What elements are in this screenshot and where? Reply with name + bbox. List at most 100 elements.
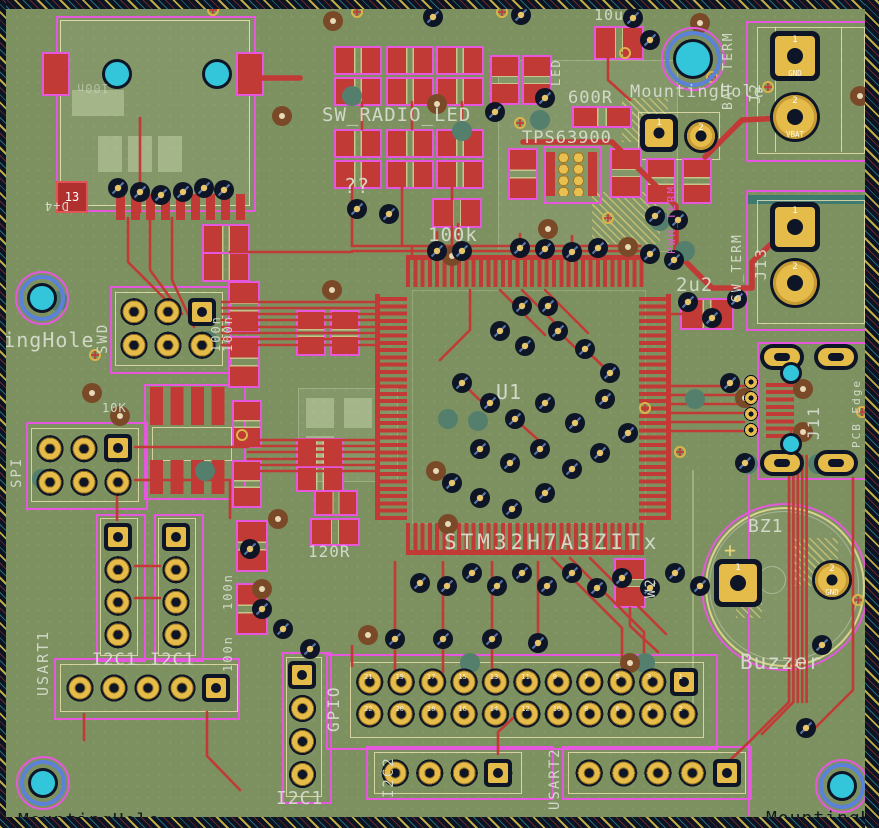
gpio-pads[interactable]	[354, 666, 700, 730]
i2c1-label: I2C1	[92, 650, 137, 670]
gpio-pin-number: 8	[584, 705, 589, 713]
soic8-pins-top[interactable]	[150, 387, 232, 425]
j2-fab-line	[775, 27, 776, 152]
led-silk-label: LED	[549, 58, 563, 86]
j11-pin-row[interactable]	[766, 380, 794, 438]
u1-pins-left[interactable]	[375, 294, 407, 520]
i2c1b-pad1[interactable]	[162, 523, 190, 551]
j11-mount-pad[interactable]	[814, 450, 858, 476]
resistor-smd[interactable]	[334, 46, 382, 75]
resistor-smd[interactable]	[386, 46, 434, 75]
j13-fab	[757, 200, 865, 324]
j11-locator-hole	[780, 362, 802, 384]
mounting-hole[interactable]	[815, 759, 869, 813]
resistor-600r[interactable]	[572, 106, 632, 128]
resistor-smd[interactable]	[386, 77, 434, 106]
cap-100n-value: 100n	[221, 573, 235, 610]
gpio-pad1[interactable]	[670, 668, 698, 696]
j13-pad1[interactable]: 1	[770, 202, 820, 252]
j11-signal-pads[interactable]	[742, 374, 760, 438]
u1-pins-right-bar	[666, 294, 671, 520]
gpio-pin-number: 13	[489, 673, 499, 681]
usb-silk-note: D+4	[44, 199, 69, 213]
tps-pad-col	[588, 152, 597, 196]
mounting-hole[interactable]	[661, 27, 725, 91]
cap-smd[interactable]	[232, 460, 262, 508]
cap-smd[interactable]	[508, 148, 538, 200]
gpio-pin-number: 19	[395, 673, 404, 681]
buzzer-pad2-number: 2	[829, 564, 835, 574]
radio-led-label: SW_RADIO_LED	[322, 104, 472, 126]
gpio-pin-number: 22	[364, 705, 373, 713]
swd-pad1[interactable]	[188, 298, 216, 326]
cap-10u[interactable]	[594, 26, 644, 60]
ghost-pad	[158, 136, 182, 172]
buzzer-pad1[interactable]: 1	[714, 559, 762, 607]
i2c2-pad1[interactable]	[484, 759, 512, 787]
cap-value-100n-usb: 100n	[76, 81, 109, 95]
bat-terminal-pad1[interactable]: 1	[640, 114, 678, 152]
mounting-hole[interactable]	[16, 756, 70, 810]
spi-fab	[31, 428, 139, 502]
j2-ref: J2	[746, 81, 764, 104]
usart2-fab	[568, 752, 746, 794]
i2c1-header-a[interactable]	[96, 514, 146, 662]
usb-shield-pad[interactable]	[42, 52, 70, 96]
cap-smd[interactable]	[314, 490, 358, 516]
gpio-pin-number: 5	[615, 673, 620, 681]
mounting-hole[interactable]	[15, 271, 69, 325]
usb-pin13-pad[interactable]: 13	[56, 181, 88, 213]
usart2-pad1[interactable]	[713, 759, 741, 787]
cap-smd[interactable]	[202, 252, 250, 282]
j2-pad1[interactable]: 1 GND	[770, 31, 820, 81]
spi-label: SPI	[9, 456, 25, 488]
ic-tps63900[interactable]	[544, 146, 602, 204]
resistor-smd[interactable]	[334, 160, 382, 189]
i2c1c-pad1[interactable]	[288, 661, 316, 689]
soic8-pins-bottom[interactable]	[150, 460, 232, 494]
resistor-smd[interactable]	[436, 160, 484, 189]
gpio-header[interactable]	[326, 654, 718, 750]
j2-pad2-number: 2	[792, 96, 798, 106]
gpio-pin-number: 10	[552, 705, 562, 713]
i2c1c-fab	[286, 657, 322, 797]
usart1-pad1[interactable]	[202, 674, 230, 702]
resistor-smd[interactable]	[490, 55, 520, 105]
bat-terminal-pad2[interactable]: 2	[684, 119, 718, 153]
j13-pad2[interactable]: 2	[770, 258, 820, 308]
buzzer-polarity: +	[724, 538, 738, 562]
board-edge-left	[0, 0, 6, 828]
resistor-smd[interactable]	[386, 129, 434, 158]
usart1-header[interactable]	[54, 658, 240, 720]
mounting-hole-label: MountingHole	[630, 82, 765, 102]
resistor-120r[interactable]	[310, 518, 360, 546]
j2-pad2[interactable]: 2 VBAT	[770, 92, 820, 142]
mounting-hole-label: MountingHole	[0, 328, 95, 352]
teal-zone-strip	[746, 195, 873, 204]
resistor-smd[interactable]	[386, 160, 434, 189]
cap-smd[interactable]	[682, 158, 712, 204]
usart2-header[interactable]	[562, 746, 752, 800]
j2-fab-line	[841, 27, 842, 152]
i2c2-header[interactable]	[366, 746, 554, 800]
spi-pad1[interactable]	[104, 434, 132, 462]
gpio-pin-number: 6	[615, 705, 620, 713]
board-edge-right	[865, 0, 879, 828]
i2c1a-pad1[interactable]	[104, 523, 132, 551]
u1-ref: U1	[496, 380, 523, 404]
resistor-smd[interactable]	[334, 129, 382, 158]
spi-header[interactable]	[26, 422, 148, 510]
buzzer-value: Buzzer	[740, 650, 822, 674]
resistor-smd[interactable]	[436, 46, 484, 75]
j2-pad2-name: VBAT	[785, 130, 805, 139]
j11-mount-pad[interactable]	[814, 344, 858, 370]
gpio-pin-number: 9	[552, 673, 557, 681]
i2c2-label: I2C2	[381, 756, 397, 798]
gpio-pin-number: 17	[426, 673, 436, 681]
bat-term-label: BAT TERM	[721, 31, 736, 110]
j11-mount-pad[interactable]	[760, 450, 804, 476]
i2c1-header-b[interactable]	[154, 514, 204, 662]
buzzer-pad2[interactable]: 2 GND	[812, 560, 852, 600]
usb-shield-pad[interactable]	[236, 52, 264, 96]
